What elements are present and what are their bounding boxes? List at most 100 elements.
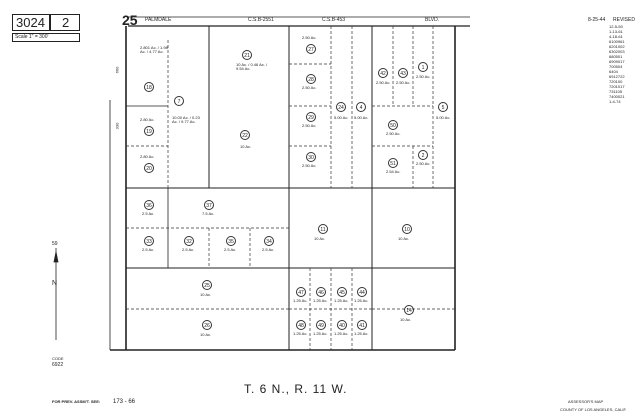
parcel-area: 2.5 Ac. (182, 247, 195, 252)
parcel-44[interactable]: 44 1.25 Ac. (354, 287, 368, 303)
map-date: 8-25-44 (588, 17, 606, 23)
code-value: 6922 (52, 362, 64, 368)
dimension-330: 330 (114, 122, 120, 130)
parcel-40[interactable]: 40 1.25 Ac. (334, 320, 348, 336)
parcel-26[interactable]: 26 10 Ac. (200, 320, 212, 337)
parcel-42[interactable]: 42 2.50 Ac. (376, 68, 390, 85)
parcel-number: 21 (242, 50, 252, 60)
parcel-area: 10 Ac. (200, 292, 212, 297)
parcel-area: 2.5 Ac. (142, 247, 155, 252)
parcel-50[interactable]: 50 2.50 Ac. (386, 120, 400, 136)
parcel-number: 44 (357, 287, 367, 297)
parcel-45[interactable]: 45 1.25 Ac. (334, 287, 348, 303)
north-number: 59 (52, 241, 58, 247)
parcel-20[interactable]: 2.80 Ac. 20 (140, 154, 155, 173)
parcel-25[interactable]: 25 10 Ac. (200, 280, 212, 297)
county-label: COUNTY OF LOS ANGELES, CALIF. (560, 407, 627, 412)
parcel-number: 33 (144, 236, 154, 246)
parcel-area: 10 Ac. / 0.46 Ac. / 9.54 Ac. (236, 62, 268, 71)
revision-entry: 680501 (609, 54, 623, 59)
parcel-24[interactable]: 24 5.00 Ac. (334, 102, 348, 120)
revision-entry: 7201017 (609, 84, 625, 89)
parcel-30[interactable]: 30 2.50 Ac. (302, 152, 316, 168)
parcel-area: 7.5 Ac. (202, 211, 215, 216)
parcel-48[interactable]: 48 1.25 Ac. (293, 320, 307, 336)
parcel-area: 1.25 Ac. (334, 298, 349, 303)
parcel-number: 26 (202, 320, 212, 330)
parcel-number: 43 (398, 68, 408, 78)
parcel-number: 19 (144, 126, 154, 136)
parcel-47[interactable]: 47 1.25 Ac. (293, 287, 307, 303)
revision-entry: 1-4-74 (609, 99, 621, 104)
parcel-number: 45 (337, 287, 347, 297)
parcel-32[interactable]: 32 2.5 Ac. (182, 236, 194, 252)
revisions-list: 12-5-50 1-13-61 4-18-61 6100961 6201002 … (609, 25, 639, 105)
parcel-19[interactable]: 2.80 Ac. 19 (140, 117, 155, 136)
parcel-33[interactable]: 33 2.5 Ac. (142, 236, 154, 252)
parcel-area: 2.80 Ac. (140, 154, 155, 159)
parcel-41[interactable]: 41 1.25 Ac. (354, 320, 368, 336)
parcel-28[interactable]: 28 2.50 Ac. (302, 74, 316, 90)
parcel-number: 47 (296, 287, 306, 297)
parcel-number: 28 (306, 74, 316, 84)
parcel-area: 1.25 Ac. (334, 331, 349, 336)
parcel-29[interactable]: 29 2.50 Ac. (302, 112, 316, 128)
revision-entry: 6201002 (609, 44, 625, 49)
parcel-49[interactable]: 49 1.25 Ac. (313, 320, 327, 336)
parcel-number: 18 (144, 82, 154, 92)
parcel-7[interactable]: 7 10.00 Ac. / 0.23 Ac. / 9.77 Ac. (172, 96, 204, 124)
parcel-number: 41 (357, 320, 367, 330)
parcel-number: 46 (316, 287, 326, 297)
parcel-number: 4 (356, 102, 366, 112)
parcel-22[interactable]: 22 10 Ac. (240, 130, 251, 149)
parcel-37[interactable]: 37 7.5 Ac. (202, 200, 214, 216)
road-code-1: C.S.B-2551 (248, 17, 274, 23)
revision-entry: 1-13-61 (609, 29, 623, 34)
revision-entry: 6100961 (609, 39, 625, 44)
parcel-34[interactable]: 34 2.5 Ac. (262, 236, 274, 252)
parcel-number: 51 (388, 158, 398, 168)
parcel-area: 5.00 Ac. (436, 115, 451, 120)
revision-entry: 7400021 (609, 94, 625, 99)
parcel-5[interactable]: 5 5.00 Ac. (436, 102, 450, 120)
parcel-21[interactable]: 21 10 Ac. / 0.46 Ac. / 9.54 Ac. (236, 50, 274, 71)
parcel-area: 2.54 Ac. (386, 169, 401, 174)
page-number: 2 (62, 15, 70, 30)
parcel-51[interactable]: 51 2.54 Ac. (386, 158, 400, 174)
parcel-10[interactable]: 10 10 Ac. (398, 224, 412, 241)
parcel-1[interactable]: 1 2.50 Ac. (416, 62, 430, 79)
parcel-area: 2.50 Ac. (396, 80, 411, 85)
parcel-area: 5.00 Ac. (334, 115, 349, 120)
parcel-area: 2.801 Ac. / 1.98 Ac. / 4.77 Ac. (140, 45, 168, 54)
parcel-43[interactable]: 43 2.50 Ac. (396, 68, 410, 85)
road-name: PALMDALE (145, 17, 172, 23)
parcel-area: 1.25 Ac. (293, 331, 308, 336)
parcel-area: 10 Ac. (240, 144, 252, 149)
parcel-11[interactable]: 11 10 Ac. (314, 224, 328, 241)
parcel-36[interactable]: 36 2.5 Ac. (142, 200, 154, 216)
parcel-number: 29 (306, 112, 316, 122)
parcel-18[interactable]: 2.801 Ac. / 1.98 Ac. / 4.77 Ac. 18 (140, 45, 170, 92)
revision-entry: 6404 (609, 69, 618, 74)
parcel-14[interactable]: 14 10 Ac. (400, 305, 414, 322)
parcel-35[interactable]: 35 2.5 Ac. (224, 236, 236, 252)
parcel-2[interactable]: 2 2.50 Ac. (416, 150, 430, 166)
parcel-area: 2.50 Ac. (302, 123, 317, 128)
parcel-46[interactable]: 46 1.25 Ac. (313, 287, 327, 303)
book-number-box (12, 14, 50, 31)
revision-entry: 12-5-50 (609, 24, 623, 29)
blvd-label: BLVD. (425, 17, 440, 23)
parcel-area: 2.50 Ac. (302, 163, 317, 168)
parcel-area: 2.50 Ac. (416, 74, 431, 79)
parcel-number: 48 (296, 320, 306, 330)
parcel-area: 1.25 Ac. (313, 298, 328, 303)
parcel-number: 32 (184, 236, 194, 246)
parcel-4[interactable]: 4 5.00 Ac. (354, 102, 368, 120)
township-label: T. 6 N., R. 11 W. (244, 382, 348, 396)
parcel-27[interactable]: 2.50 Ac. 27 (302, 36, 316, 54)
revision-entry: 731105 (609, 89, 623, 94)
parcel-area: 1.25 Ac. (313, 331, 328, 336)
assessor-map-label: ASSESSOR'S MAP (568, 399, 604, 404)
parcel-area: 2.80 Ac. (140, 117, 155, 122)
scale-label: Scale 1" = 300' (15, 34, 49, 40)
